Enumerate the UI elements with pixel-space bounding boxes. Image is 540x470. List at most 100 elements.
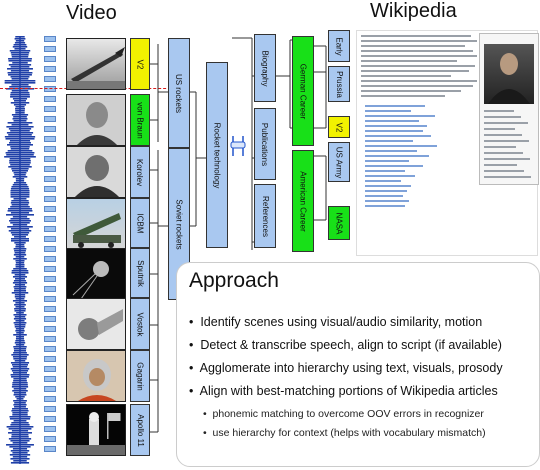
approach-sub-bullet: • phonemic matching to overcome OOV erro… [203,408,484,420]
waveform-sample [11,292,29,294]
segment-tick [44,216,56,222]
scene-v2: V2 [130,38,150,90]
segment-tick [44,286,56,292]
wiki-leaf-nasa: NASA [328,206,350,240]
waveform-sample [15,40,25,42]
waveform-sample [15,244,25,246]
waveform-sample [12,384,28,386]
waveform-sample [10,218,30,220]
waveform-sample [15,278,25,280]
waveform-sample [13,318,27,320]
waveform-sample [13,378,27,380]
waveform-sample [10,202,30,204]
segment-tick [44,156,56,162]
waveform-sample [6,154,34,156]
waveform-sample [11,436,29,438]
waveform-sample [10,66,30,68]
wiki-text-line [365,125,427,127]
segment-tick [44,206,56,212]
wiki-german-career: German Career [292,36,314,146]
waveform-sample [12,456,28,458]
approach-bullet: • Detect & transcribe speech, align to s… [189,338,502,352]
segment-tick [44,256,56,262]
waveform-sample [8,432,32,434]
wiki-text-line [365,140,413,142]
waveform-sample [14,324,26,326]
wiki-text-line [365,110,411,112]
waveform-sample [13,120,27,122]
segment-tick [44,416,56,422]
rocket-technology-topic: Rocket technology [206,62,228,248]
wiki-text-line [365,185,411,187]
scene-gagarin: Gagarin [130,350,150,402]
waveform-sample [14,308,26,310]
waveform-sample [13,352,27,354]
audio-waveform [4,36,36,464]
scene-sputnik: Sputnik [130,248,150,298]
waveform-sample [15,36,25,38]
scene-apollo-11: Apollo 11 [130,404,150,456]
waveform-sample [11,186,29,188]
segment-tick [44,166,56,172]
waveform-sample [7,226,33,228]
waveform-sample [12,408,28,410]
waveform-sample [10,368,30,370]
waveform-sample [9,140,31,142]
waveform-sample [7,72,33,74]
waveform-sample [5,138,35,140]
waveform-sample [15,180,25,182]
infobox-text-line [484,146,516,148]
waveform-sample [15,246,25,248]
gagarin-thumbnail [66,350,126,402]
wikipedia-infobox [479,33,539,185]
waveform-sample [14,310,26,312]
wiki-text-line [365,200,409,202]
waveform-sample [11,204,29,206]
wikipedia-header: Wikipedia [370,0,457,22]
segment-tick [44,326,56,332]
waveform-sample [12,216,28,218]
approach-bullet: • Identify scenes using visual/audio sim… [189,315,483,329]
waveform-sample [14,342,26,344]
segment-tick [44,196,56,202]
waveform-sample [10,194,30,196]
waveform-sample [10,164,30,166]
waveform-sample [15,340,25,342]
waveform-sample [11,354,29,356]
waveform-sample [11,90,29,92]
waveform-sample [13,182,27,184]
waveform-sample [13,460,27,462]
waveform-sample [6,444,34,446]
waveform-sample [15,178,25,180]
wiki-text-line [365,165,423,167]
waveform-sample [15,302,25,304]
waveform-sample [5,152,35,154]
waveform-sample [12,62,28,64]
segment-tick [44,436,56,442]
waveform-sample [11,410,29,412]
wiki-text-line [365,120,419,122]
infobox-text-line [484,170,524,172]
wiki-text-line [361,60,457,62]
waveform-sample [7,144,33,146]
waveform-sample [15,106,25,108]
waveform-sample [12,356,28,358]
infobox-text-line [484,176,531,178]
waveform-sample [13,322,27,324]
wiki-text-line [361,90,461,92]
infobox-text-line [484,122,528,124]
wiki-text-line [361,85,473,87]
segment-tick [44,266,56,272]
waveform-sample [13,400,27,402]
waveform-sample [12,98,28,100]
waveform-sample [13,198,27,200]
segment-tick [44,126,56,132]
wiki-leaf-us-army: US Army [328,142,350,182]
waveform-sample [14,406,26,408]
icbm-thumbnail [66,198,126,250]
waveform-sample [8,208,32,210]
waveform-sample [10,146,30,148]
segment-tick [44,66,56,72]
waveform-sample [16,398,24,400]
waveform-sample [14,236,26,238]
